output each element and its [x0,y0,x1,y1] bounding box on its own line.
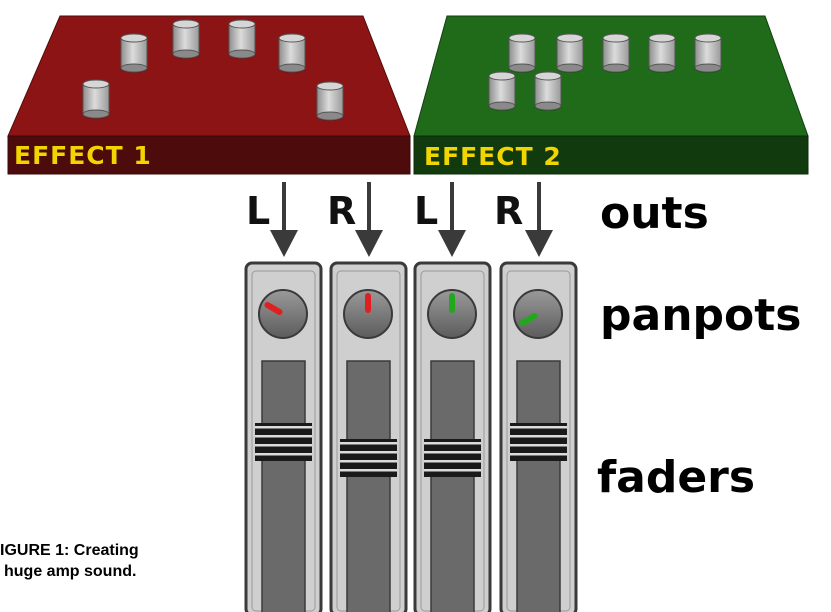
channel-strip [499,261,578,612]
knob-icon [602,33,630,73]
knob-icon [534,71,562,111]
knob-icon [228,19,256,59]
channel-strip [244,261,323,612]
effect-2-knobs [488,33,722,111]
panpots-label: panpots [600,290,802,341]
outs-label: outs [600,188,709,239]
knob-icon [82,79,110,119]
fader-cap [255,423,312,461]
figure-caption: IGURE 1: Creating huge amp sound. [0,540,180,582]
caption-line-1: IGURE 1: Creating [0,542,139,559]
channel-strip [413,261,492,612]
output-routing: L R L R [246,182,553,257]
channel-strip [329,261,408,612]
effect-2-front-panel [413,135,809,175]
effect-1-unit: EFFECT 1 [7,15,411,175]
mixer-channels [244,261,578,612]
effect-2-unit: EFFECT 2 [413,15,809,175]
down-arrow-icon [438,182,466,257]
knob-icon [120,33,148,73]
output-label: L [246,189,270,233]
down-arrow-icon [270,182,298,257]
fader-cap [340,439,397,477]
effect-1-top-panel [7,15,411,137]
faders-label: faders [597,452,756,503]
effect-1-front-panel [7,135,411,175]
output-label: R [327,189,356,233]
output-label: R [494,189,523,233]
effect-1-knobs [82,19,344,121]
effect-2-label: EFFECT 2 [424,142,562,171]
knob-icon [508,33,536,73]
knob-icon [172,19,200,59]
fader-cap [510,423,567,461]
output-label: L [414,189,438,233]
down-arrow-icon [355,182,383,257]
knob-icon [648,33,676,73]
down-arrow-icon [525,182,553,257]
knob-icon [316,81,344,121]
knob-icon [694,33,722,73]
caption-line-2: huge amp sound. [4,563,137,580]
knob-icon [556,33,584,73]
knob-icon [488,71,516,111]
knob-icon [278,33,306,73]
effect-1-label: EFFECT 1 [14,141,152,170]
fader-cap [424,439,481,477]
